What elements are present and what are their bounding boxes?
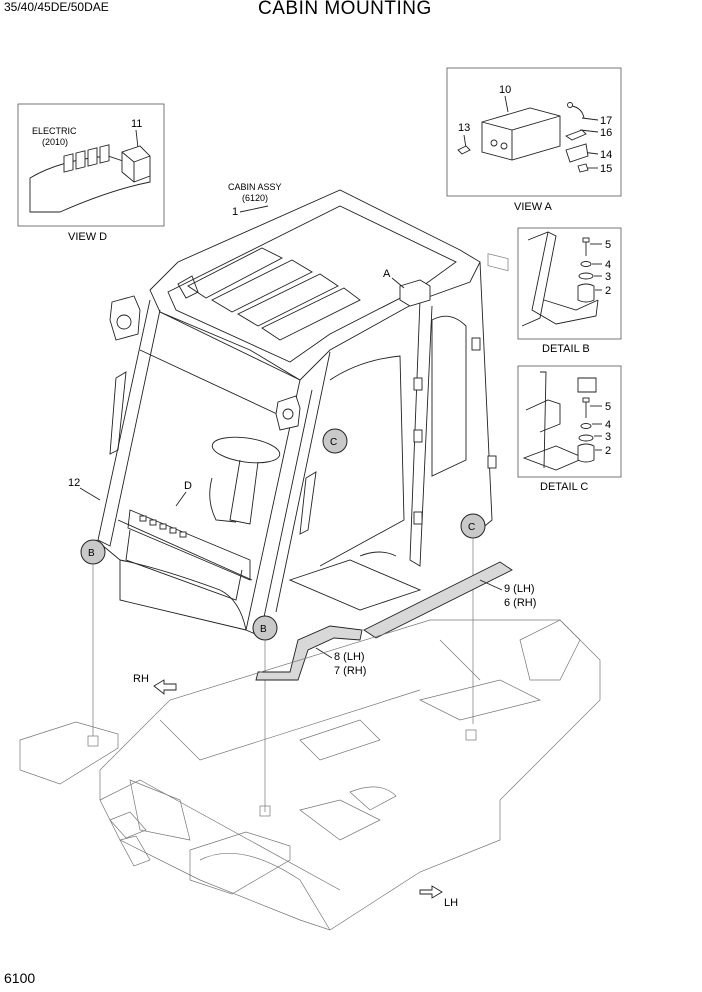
cabin-assy-label-line2: (6120) xyxy=(242,193,268,203)
rocker-switch-icon xyxy=(121,145,151,183)
svg-text:C: C xyxy=(330,437,337,448)
right-mirror-icon xyxy=(275,395,301,431)
svg-text:B: B xyxy=(260,624,267,635)
callout-1: 1 xyxy=(232,206,238,218)
page-title: CABIN MOUNTING xyxy=(258,0,432,19)
cabin-assembly xyxy=(95,189,497,637)
radio-location-a xyxy=(399,279,431,307)
cabin-roof xyxy=(149,189,481,381)
truck-frame xyxy=(19,619,601,931)
cabin-assy-label-line1: CABIN ASSY xyxy=(228,182,282,192)
direction-lh-label: LH xyxy=(444,897,458,909)
detail-c-part-5: 5 xyxy=(605,401,611,413)
callout-8-lh: 8 (LH) xyxy=(334,651,365,663)
detail-c-part-4: 4 xyxy=(605,419,611,431)
view-d-inset: ELECTRIC (2010) 11 VIEW D xyxy=(17,103,165,243)
view-a-part-14: 14 xyxy=(600,149,612,161)
view-d-caption: VIEW D xyxy=(68,231,107,243)
page-number: 6100 xyxy=(4,970,36,986)
dash-switches xyxy=(139,515,187,538)
detail-b-frame xyxy=(517,227,622,340)
ref-circle-b-left: B xyxy=(80,539,106,565)
seal-strip-9-6 xyxy=(363,561,513,639)
view-d-note-line2: (2010) xyxy=(42,137,68,147)
view-a-inset: 10 13 17 16 14 15 VIEW A xyxy=(446,67,622,272)
detail-b-part-5: 5 xyxy=(605,239,611,251)
switch-panel-shape xyxy=(29,155,151,213)
callout-6-rh: 6 (RH) xyxy=(504,597,536,609)
detail-c-caption: DETAIL C xyxy=(540,481,588,493)
steering-wheel-icon xyxy=(211,436,281,464)
view-d-note-line1: ELECTRIC xyxy=(32,126,77,136)
view-a-part-15: 15 xyxy=(600,163,612,175)
callout-d: D xyxy=(184,480,192,492)
detail-c-part-3: 3 xyxy=(605,431,611,443)
detail-b-damper-icon xyxy=(577,283,595,303)
view-a-part-13: 13 xyxy=(458,122,470,134)
svg-text:B: B xyxy=(88,548,95,559)
view-a-frame xyxy=(446,67,622,197)
svg-text:C: C xyxy=(468,522,475,533)
leader-11 xyxy=(135,129,139,149)
detail-b-caption: DETAIL B xyxy=(542,343,590,355)
detail-c-inset: 5 4 3 2 DETAIL C xyxy=(517,365,622,493)
step-plate-front xyxy=(189,831,291,895)
switch-slots xyxy=(63,144,110,173)
direction-rh-label: RH xyxy=(133,673,149,685)
ref-circle-c-right: C xyxy=(460,513,486,539)
view-a-part-10: 10 xyxy=(499,84,511,96)
detail-c-damper-icon xyxy=(577,443,595,463)
detail-b-part-4: 4 xyxy=(605,259,611,271)
leader-1 xyxy=(239,205,269,213)
screw-icon xyxy=(457,145,471,155)
view-a-part-17: 17 xyxy=(600,115,612,127)
mounting-bracket-icon xyxy=(565,143,589,163)
direction-rh: RH xyxy=(133,673,177,695)
direction-lh: LH xyxy=(419,885,458,909)
left-mirror-icon xyxy=(109,295,141,341)
seal-strip-8-7 xyxy=(255,625,363,681)
detail-b-part-2: 2 xyxy=(605,285,611,297)
view-a-caption: VIEW A xyxy=(514,201,553,213)
ref-circle-b-front: B xyxy=(252,615,278,641)
view-d-part-11: 11 xyxy=(131,118,142,130)
arrow-lh-icon xyxy=(419,885,443,899)
ref-circle-c-mid: C xyxy=(322,428,348,454)
step-plate-left xyxy=(19,721,119,785)
detail-c-part-2: 2 xyxy=(605,445,611,457)
view-d-frame xyxy=(17,103,165,227)
rear-window xyxy=(431,315,467,477)
detail-c-frame xyxy=(517,365,622,478)
callout-a: A xyxy=(383,268,391,280)
callout-7-rh: 7 (RH) xyxy=(334,665,366,677)
model-number: 35/40/45DE/50DAE xyxy=(4,0,109,14)
callout-12: 12 xyxy=(68,477,80,489)
detail-b-part-3: 3 xyxy=(605,271,611,283)
arrow-rh-icon xyxy=(153,679,177,695)
view-a-part-16: 16 xyxy=(600,127,612,139)
radio-unit-icon xyxy=(481,107,561,161)
detail-b-inset: 5 4 3 2 DETAIL B xyxy=(517,227,622,355)
callout-9-lh: 9 (LH) xyxy=(504,583,535,595)
